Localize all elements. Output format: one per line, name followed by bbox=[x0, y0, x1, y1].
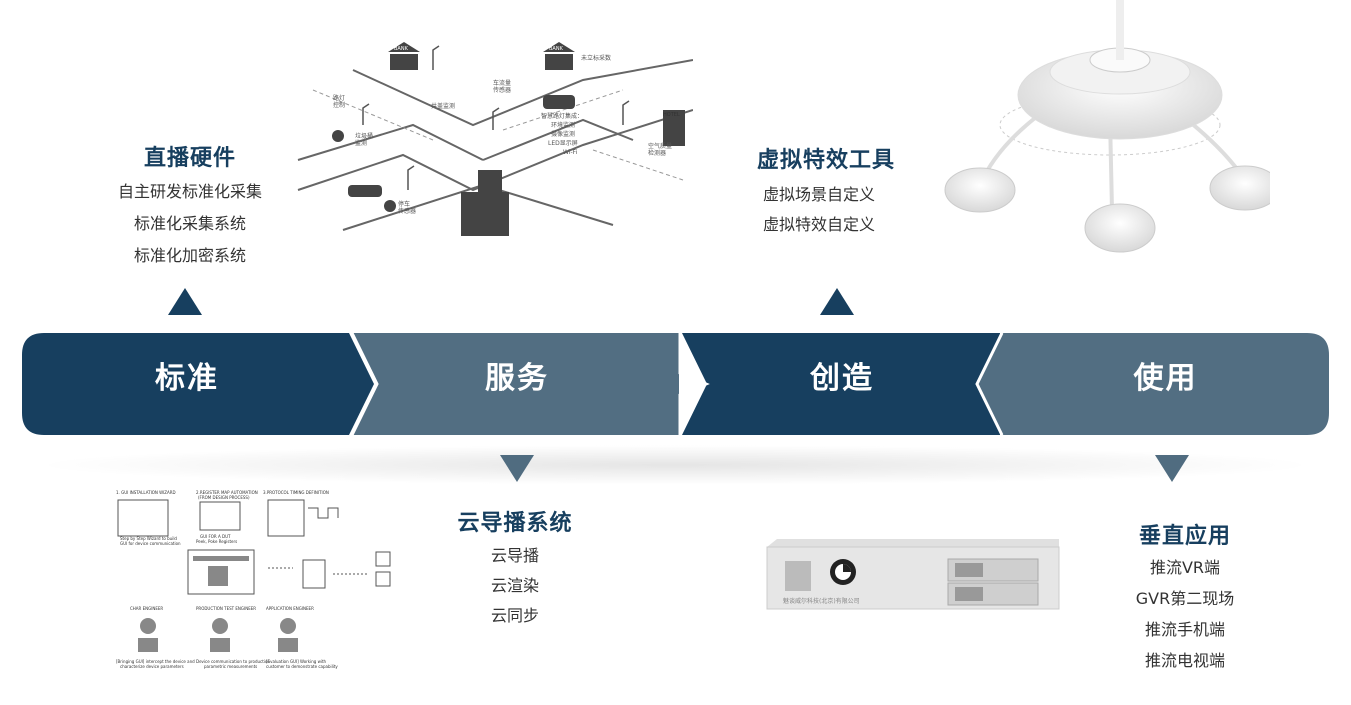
svg-text:控制: 控制 bbox=[333, 101, 345, 109]
band-label-use: 使用 bbox=[1133, 361, 1198, 396]
arrow-up-icon bbox=[820, 288, 854, 315]
band-segment-use[interactable] bbox=[978, 333, 1329, 435]
sensor-label-1: 未立标采数 bbox=[581, 54, 611, 62]
svg-text:Step by Step Wizard to build: Step by Step Wizard to build bbox=[120, 536, 177, 541]
svg-text:GUI FOR A DUT: GUI FOR A DUT bbox=[200, 534, 231, 539]
svg-text:CHAR ENGINEER: CHAR ENGINEER bbox=[130, 606, 163, 611]
band-label-standard: 标准 bbox=[155, 361, 219, 396]
gui-workflow-illustration: 1. GUI INSTALLATION WIZARD 2.REGISTER MA… bbox=[116, 490, 391, 669]
svg-text:环境监测: 环境监测 bbox=[551, 121, 575, 129]
cloud-director-item: 云导播 bbox=[490, 546, 539, 565]
smart-city-illustration: BANK BANK HOTEL 未立标采数 车流量 传感器 智慧路灯集成： 环境… bbox=[297, 42, 693, 236]
live-hardware-item: 标准化采集系统 bbox=[133, 214, 246, 233]
svg-text:垃圾桶: 垃圾桶 bbox=[355, 132, 373, 140]
bank-label-2: BANK bbox=[549, 46, 564, 52]
svg-text:Device communication to produc: Device communication to production bbox=[196, 659, 270, 664]
svg-text:characterize device parameters: characterize device parameters bbox=[120, 664, 184, 669]
svg-text:[Evaluation GUI] Working with: [Evaluation GUI] Working with bbox=[266, 659, 327, 664]
svg-text:LED显示屏: LED显示屏 bbox=[548, 140, 578, 147]
virtual-tools-title: 虚拟特效工具 bbox=[757, 148, 896, 173]
svg-text:摄像监测: 摄像监测 bbox=[551, 130, 575, 138]
bank-label-1: BANK bbox=[394, 46, 409, 52]
virtual-tools-block: 虚拟特效工具 虚拟场景自定义 虚拟特效自定义 bbox=[757, 142, 927, 240]
svg-text:停车: 停车 bbox=[398, 200, 410, 208]
band-shadow bbox=[30, 445, 1320, 485]
svg-text:空气质量: 空气质量 bbox=[648, 142, 672, 150]
svg-text:GUI for device communication: GUI for device communication bbox=[120, 541, 181, 546]
cloud-director-item: 云渲染 bbox=[490, 576, 539, 595]
svg-text:APPLICATION ENGINEER: APPLICATION ENGINEER bbox=[266, 606, 314, 611]
band-label-service: 服务 bbox=[485, 361, 549, 396]
value-chain-band: 标准 服务 创造 使用 bbox=[22, 333, 1329, 435]
arrow-up-icon bbox=[168, 288, 202, 315]
virtual-tools-item: 虚拟场景自定义 bbox=[763, 185, 876, 204]
band-segment-create[interactable] bbox=[682, 333, 1000, 435]
svg-text:[Bringing GUI] intercept the d: [Bringing GUI] intercept the device and bbox=[116, 659, 195, 664]
arrow-down-icon bbox=[1155, 455, 1189, 482]
live-hardware-block: 直播硬件 自主研发标准化采集 标准化采集系统 标准化加密系统 bbox=[100, 140, 280, 272]
svg-text:PRODUCTION TEST ENGINEER: PRODUCTION TEST ENGINEER bbox=[196, 606, 256, 611]
svg-text:2.REGISTER MAP AUTOMATION: 2.REGISTER MAP AUTOMATION bbox=[196, 490, 258, 495]
svg-text:1. GUI INSTALLATION WIZARD: 1. GUI INSTALLATION WIZARD bbox=[116, 490, 176, 495]
live-hardware-item: 标准化加密系统 bbox=[133, 246, 246, 265]
svg-text:井盖监测: 井盖监测 bbox=[431, 102, 455, 110]
svg-text:3.PROTOCOL TIMING DEFINITION: 3.PROTOCOL TIMING DEFINITION bbox=[263, 490, 329, 495]
svg-text:customer to demonstrate capabi: customer to demonstrate capability bbox=[266, 664, 338, 669]
sensor-label-2: 车流量 bbox=[493, 79, 511, 87]
vertical-apps-block: 垂直应用 推流VR端 GVR第二现场 推流手机端 推流电视端 bbox=[1110, 518, 1260, 676]
cloud-director-title: 云导播系统 bbox=[457, 511, 573, 536]
svg-text:路灯: 路灯 bbox=[333, 94, 345, 102]
smart-lamp-label: 智慧路灯集成： bbox=[541, 112, 583, 120]
svg-text:Wi-Fi: Wi-Fi bbox=[563, 149, 578, 156]
vertical-apps-title: 垂直应用 bbox=[1138, 524, 1231, 549]
vertical-apps-item: 推流VR端 bbox=[1149, 558, 1221, 577]
svg-text:Peek, Poke Registers: Peek, Poke Registers bbox=[196, 539, 237, 544]
band-segment-service[interactable] bbox=[352, 333, 679, 435]
vertical-apps-item: 推流电视端 bbox=[1144, 651, 1225, 670]
cloud-director-block: 云导播系统 云导播 云渲染 云同步 bbox=[440, 505, 590, 631]
svg-text:监测: 监测 bbox=[355, 139, 367, 147]
hardware-device-illustration: 魅谈威尔科技(北京)有限公司 bbox=[766, 539, 1060, 610]
svg-text:传感器: 传感器 bbox=[398, 207, 416, 215]
band-label-create: 创造 bbox=[810, 361, 874, 396]
live-hardware-title: 直播硬件 bbox=[143, 146, 236, 171]
virtual-tools-item: 虚拟特效自定义 bbox=[763, 215, 876, 234]
hotel-label: HOTEL bbox=[663, 112, 680, 118]
svg-text:parametric measurements: parametric measurements bbox=[204, 664, 257, 669]
band-segment-standard[interactable] bbox=[22, 333, 374, 435]
virtual-space-illustration bbox=[944, 0, 1270, 253]
device-brand-text: 魅谈威尔科技(北京)有限公司 bbox=[783, 597, 860, 605]
vertical-apps-item: GVR第二现场 bbox=[1135, 589, 1235, 608]
arrow-down-icon bbox=[500, 455, 534, 482]
svg-text:传感器: 传感器 bbox=[493, 86, 511, 94]
svg-text:(FROM DESIGN PROCESS): (FROM DESIGN PROCESS) bbox=[198, 495, 250, 500]
cloud-director-item: 云同步 bbox=[490, 606, 539, 625]
vertical-apps-item: 推流手机端 bbox=[1144, 620, 1225, 639]
svg-text:检测器: 检测器 bbox=[648, 149, 666, 157]
live-hardware-item: 自主研发标准化采集 bbox=[117, 182, 262, 201]
